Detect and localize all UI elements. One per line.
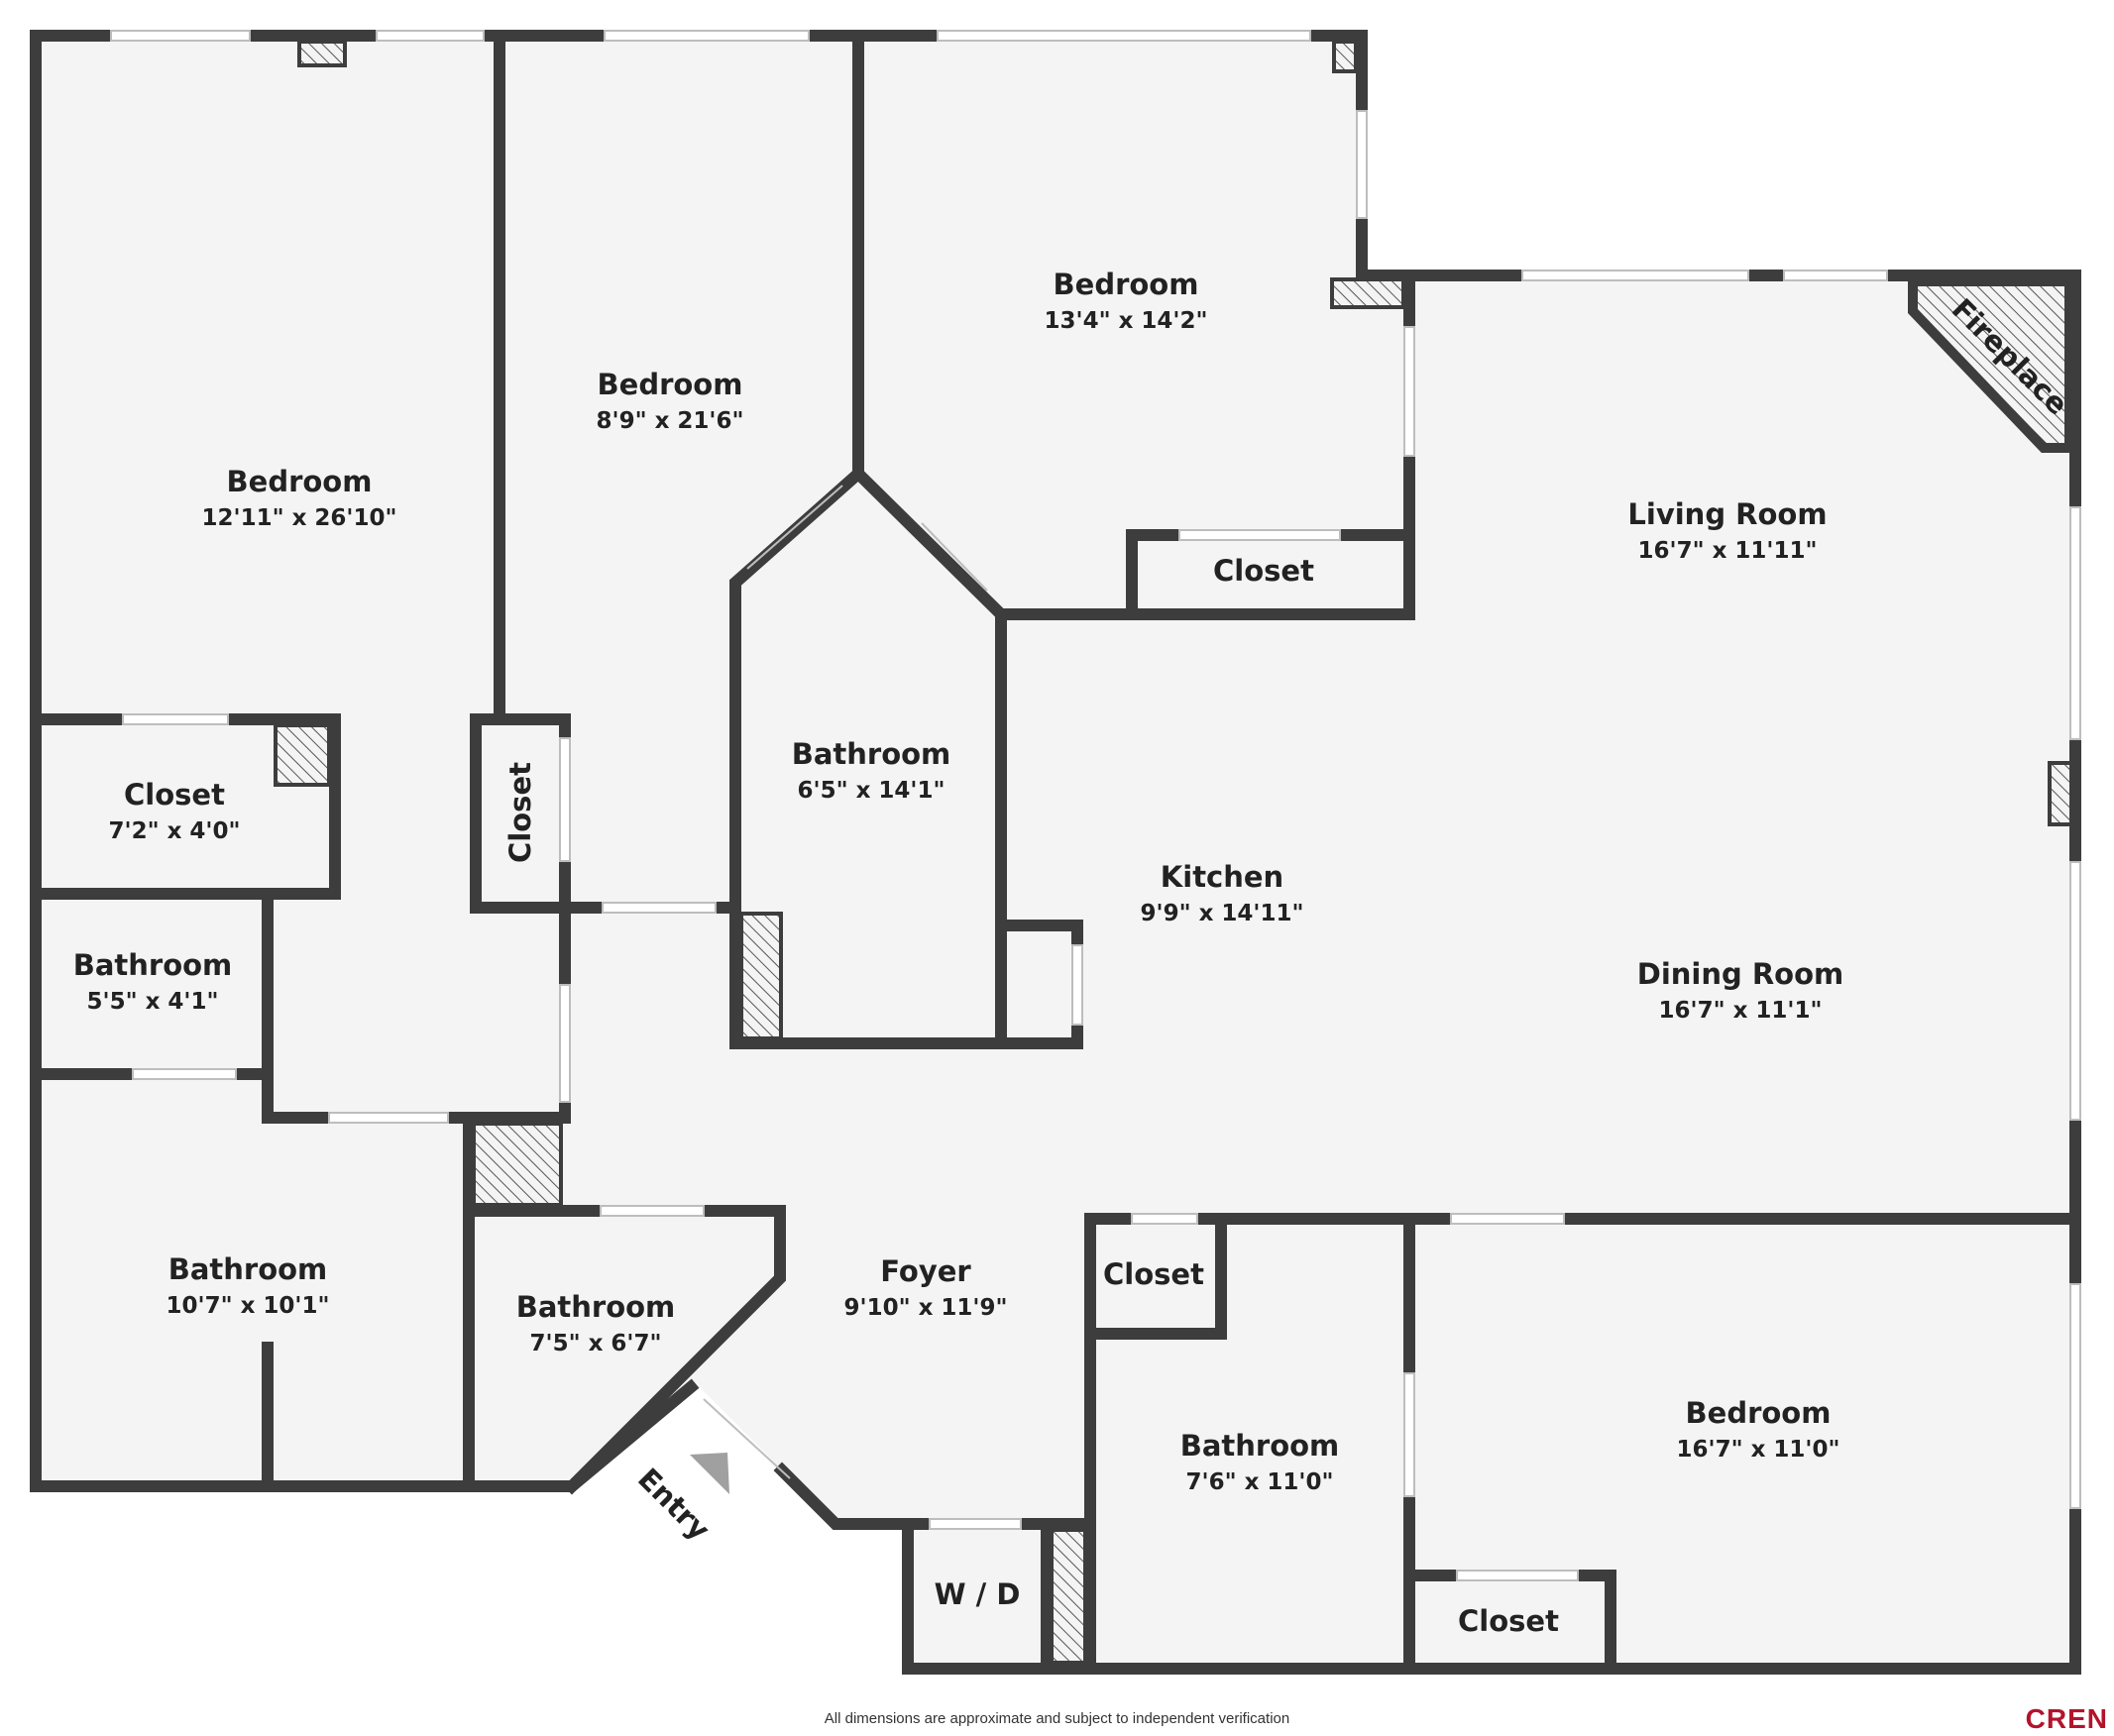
room-dimensions: 12'11" x 26'10": [202, 505, 397, 531]
room-dimensions: 16'7" x 11'0": [1677, 1437, 1840, 1463]
disclaimer: All dimensions are approximate and subje…: [824, 1710, 1290, 1727]
room-dimensions: 7'6" x 11'0": [1186, 1469, 1334, 1495]
room-dimensions: 16'7" x 11'1": [1659, 998, 1823, 1024]
room-dimensions: 7'2" x 4'0": [109, 818, 241, 844]
room-name: Bedroom: [598, 368, 743, 401]
room-kitchen: Kitchen 9'9" x 14'11": [1141, 860, 1304, 926]
room-name: Bathroom: [73, 948, 233, 982]
room-dimensions: 9'10" x 11'9": [844, 1295, 1008, 1321]
room-name: Bedroom: [1686, 1396, 1832, 1430]
room-closet-2: Closet: [503, 762, 537, 863]
room-bedroom-3: Bedroom 13'4" x 14'2": [1045, 268, 1208, 334]
room-closet-1: Closet 7'2" x 4'0": [109, 778, 241, 844]
room-dimensions: 5'5" x 4'1": [87, 989, 219, 1015]
hatched-shafts: [274, 40, 2073, 1665]
room-name: Dining Room: [1637, 957, 1844, 991]
fireplace: [1908, 276, 2074, 453]
room-wd: W / D: [935, 1577, 1021, 1611]
room-name: Closet: [1103, 1257, 1204, 1291]
room-bedroom-2: Bedroom 8'9" x 21'6": [597, 368, 744, 434]
entry-label: Entry: [631, 1462, 717, 1547]
room-name: Bathroom: [168, 1252, 328, 1286]
room-closet-4: Closet: [1103, 1257, 1204, 1291]
room-name: Bathroom: [516, 1290, 676, 1324]
room-bathroom-3: Bathroom 7'5" x 6'7": [516, 1290, 676, 1356]
cren-logo: CREN: [2025, 1703, 2108, 1734]
room-dimensions: 10'7" x 10'1": [167, 1293, 330, 1319]
room-name: Closet: [503, 762, 537, 863]
room-dimensions: 9'9" x 14'11": [1141, 901, 1304, 926]
room-name: Closet: [1213, 554, 1314, 588]
room-name: Bedroom: [227, 465, 373, 498]
room-bathroom-2: Bathroom 10'7" x 10'1": [167, 1252, 330, 1319]
room-closet-5: Closet: [1458, 1604, 1559, 1638]
room-bathroom-5: Bathroom 7'6" x 11'0": [1180, 1429, 1340, 1495]
room-dimensions: 8'9" x 21'6": [597, 408, 744, 434]
room-name: Living Room: [1627, 497, 1827, 531]
room-name: Closet: [124, 778, 225, 812]
room-name: Kitchen: [1161, 860, 1283, 894]
entry-arrow-icon: [690, 1453, 729, 1494]
room-name: Closet: [1458, 1604, 1559, 1638]
room-dimensions: 7'5" x 6'7": [530, 1331, 662, 1356]
windows: [110, 30, 2081, 1581]
room-dimensions: 6'5" x 14'1": [798, 778, 946, 804]
room-bathroom-1: Bathroom 5'5" x 4'1": [73, 948, 233, 1015]
room-name: Bathroom: [1180, 1429, 1340, 1463]
room-name: Foyer: [880, 1254, 971, 1288]
room-name: Bathroom: [792, 737, 951, 771]
room-bedroom-4: Bedroom 16'7" x 11'0": [1677, 1396, 1840, 1463]
room-closet-3: Closet: [1213, 554, 1314, 588]
room-dining-room: Dining Room 16'7" x 11'1": [1637, 957, 1844, 1024]
room-bathroom-4: Bathroom 6'5" x 14'1": [792, 737, 951, 804]
room-living-room: Living Room 16'7" x 11'11": [1627, 497, 1827, 564]
room-foyer: Foyer 9'10" x 11'9": [844, 1254, 1008, 1321]
room-dimensions: 16'7" x 11'11": [1638, 538, 1818, 564]
floor-area: [36, 36, 2075, 1669]
room-name: W / D: [935, 1577, 1021, 1611]
room-name: Bedroom: [1054, 268, 1199, 301]
room-bedroom-1: Bedroom 12'11" x 26'10": [202, 465, 397, 531]
room-dimensions: 13'4" x 14'2": [1045, 308, 1208, 334]
